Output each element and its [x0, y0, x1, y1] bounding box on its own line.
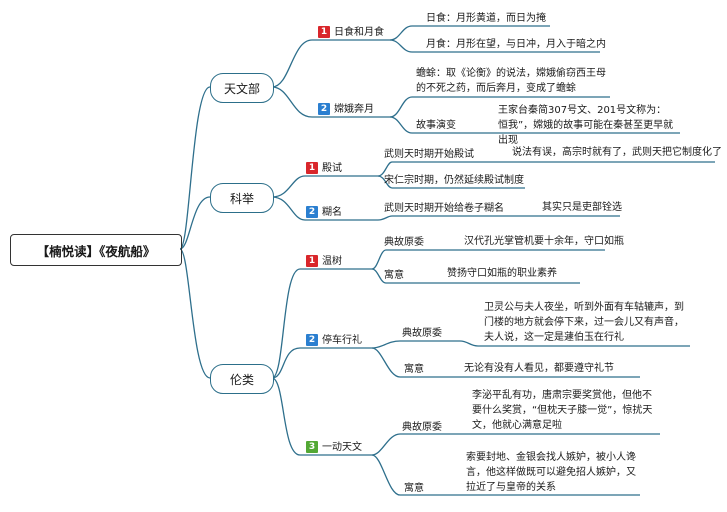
node-tingche: 停车行礼: [322, 335, 362, 346]
section-tianwen: 天文部: [210, 73, 274, 103]
badge-yidong: 3: [306, 441, 318, 453]
node-hu-note: 其实只是吏部铨选: [542, 202, 622, 213]
node-wenshu-meaning-label: 寓意: [384, 270, 404, 281]
node-solar-eclipse: 日食：月形黄道，而日为掩: [426, 13, 546, 24]
node-wenshu-origin-label: 典故原委: [384, 237, 424, 248]
node-tingche-meaning: 无论有没有人看见，都要遵守礼节: [464, 363, 614, 374]
node-wenshu-origin: 汉代孔光掌管机要十余年，守口如瓶: [464, 236, 624, 247]
node-eclipse: 日食和月食: [334, 27, 384, 38]
node-wenshu: 温树: [322, 256, 342, 267]
badge-wenshu: 1: [306, 255, 318, 267]
root-title: 【楠悦读】《夜航船》: [10, 234, 182, 266]
node-change-evo-label: 故事演变: [416, 120, 456, 131]
section-lunlei-label: 伦类: [229, 372, 254, 387]
node-yidong-meaning: 索要封地、金银会找人嫉妒，被小人谗言，他这样做既可以避免招人嫉妒，又拉近了与皇帝…: [466, 452, 636, 493]
node-tingche-origin-label: 典故原委: [402, 328, 442, 339]
node-lunar-eclipse: 月食：月形在望，与日冲，月入于暗之内: [426, 39, 606, 50]
node-dian-wu-note: 说法有误，高宗时就有了，武则天把它制度化了: [512, 147, 722, 158]
node-change-text: 蟾蜍：取《论衡》的说法，嫦娥偷窃西王母的不死之药，而后奔月，变成了蟾蜍: [416, 68, 606, 94]
section-lunlei: 伦类: [210, 364, 274, 394]
section-keju-label: 科举: [229, 191, 254, 206]
node-wenshu-meaning: 赞扬守口如瓶的职业素养: [447, 268, 557, 279]
badge-dian: 1: [306, 162, 318, 174]
node-dian: 殿试: [322, 163, 342, 174]
node-tingche-origin: 卫灵公与夫人夜坐，听到外面有车轱辘声，到门楼的地方就会停下来，过一会儿又有声音，…: [484, 302, 684, 343]
node-hu: 糊名: [322, 207, 342, 218]
node-change-evo-text: 王家台秦简307号文、201号文称为：恒我”，嫦娥的故事可能在秦甚至更早就出现: [498, 105, 674, 146]
node-tingche-meaning-label: 寓意: [404, 364, 424, 375]
badge-hu: 2: [306, 206, 318, 218]
node-yidong: 一动天文: [322, 442, 362, 453]
node-yidong-origin: 李泌平乱有功，唐肃宗要奖赏他，但他不要什么奖赏，“但枕天子膝一觉”，惊扰天文，他…: [472, 390, 653, 431]
node-change: 嫦娥奔月: [334, 104, 374, 115]
node-hu-wu: 武则天时期开始给卷子糊名: [384, 203, 504, 214]
node-dian-wu: 武则天时期开始殿试: [384, 149, 474, 160]
badge-eclipse: 1: [318, 26, 330, 38]
node-dian-song: 宋仁宗时期，仍然延续殿试制度: [384, 175, 524, 186]
badge-change: 2: [318, 103, 330, 115]
section-tianwen-label: 天文部: [223, 81, 260, 96]
node-yidong-origin-label: 典故原委: [402, 422, 442, 433]
badge-tingche: 2: [306, 334, 318, 346]
node-yidong-meaning-label: 寓意: [404, 483, 424, 494]
section-keju: 科举: [210, 183, 274, 213]
